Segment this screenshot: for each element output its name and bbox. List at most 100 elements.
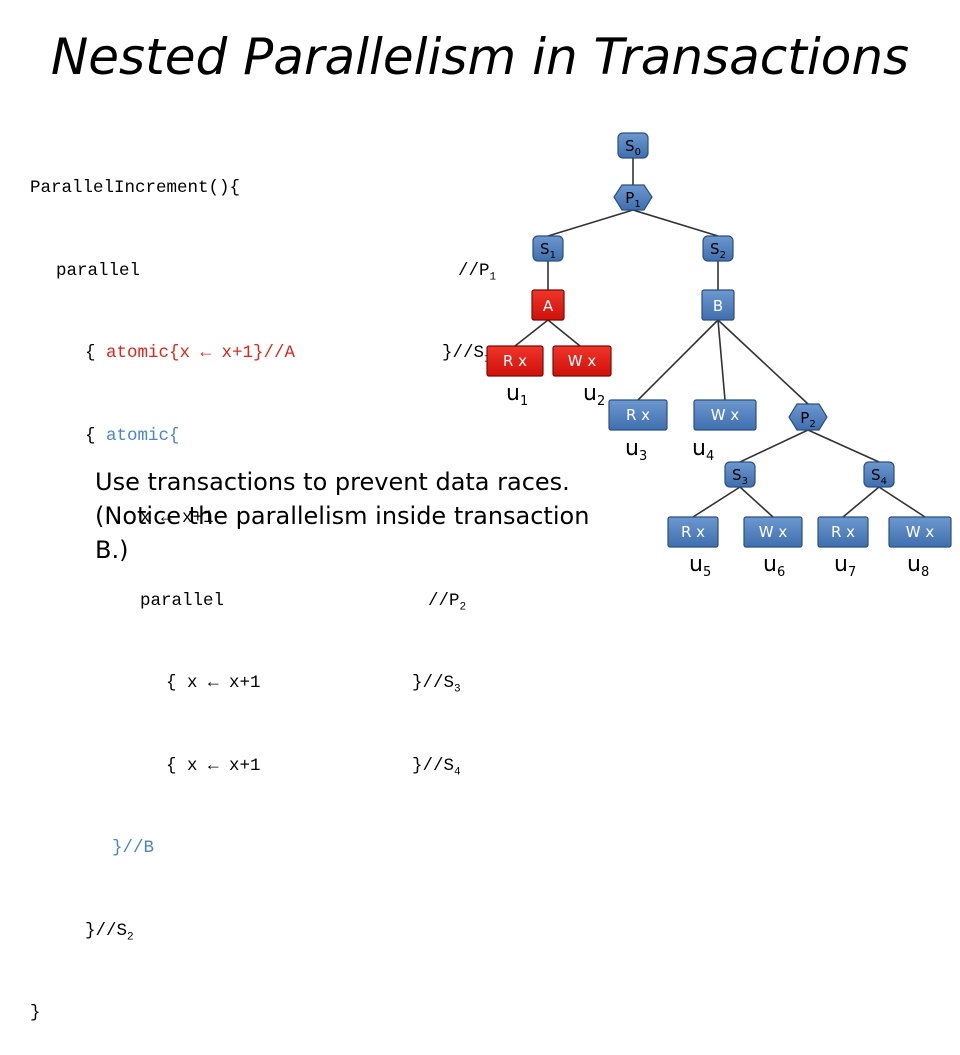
node-shape [788, 403, 828, 431]
node-label: W x [568, 352, 597, 370]
code-line-4: { atomic{ [30, 423, 295, 451]
node-p1: P1 [613, 184, 653, 211]
code-comment: //P1 [458, 260, 497, 284]
node-box [817, 516, 869, 548]
node-label: W x [711, 406, 740, 424]
node-s1: S1 [532, 235, 564, 262]
page-title: Nested Parallelism in Transactions [50, 28, 910, 86]
code-line-5: x ← x+1 [30, 505, 295, 533]
node-label: S3 [732, 466, 748, 487]
node-wx-u4: W x [693, 399, 757, 431]
label-u5: u5 [689, 552, 711, 580]
code-line-3: { atomic{x ← x+1}//A}//S1 [30, 340, 491, 368]
node-box [724, 461, 756, 488]
edge [632, 209, 719, 237]
code-text: { x ← x+1 [166, 673, 261, 693]
node-label: S4 [871, 466, 887, 487]
edge [717, 319, 726, 401]
code-text: { x ← x+1 [166, 755, 261, 776]
node-box [693, 399, 757, 431]
node-box [667, 516, 719, 548]
code-comment: //P2 [428, 590, 467, 614]
code-line-8: { x ← x+1 }//S4 [30, 753, 461, 781]
node-label: S2 [710, 240, 726, 261]
node-label: S0 [625, 137, 641, 158]
label-u2: u2 [583, 381, 605, 409]
node-box [743, 516, 803, 548]
edge [807, 429, 880, 463]
node-box [532, 235, 564, 262]
label-u7: u7 [834, 552, 856, 580]
code-text: }//B [112, 838, 155, 858]
tree-edges [514, 158, 926, 518]
code-line-11: } [30, 1000, 295, 1028]
node-rx-u7: R x [817, 516, 869, 548]
code-comment: }//S3 [412, 673, 461, 696]
node-label: A [543, 297, 554, 315]
node-label: R x [626, 406, 650, 424]
node-box [617, 132, 649, 159]
node-label: B [713, 297, 723, 315]
node-s4: S4 [863, 461, 895, 488]
code-atomic-a: atomic{x ← x+1}//A [106, 343, 296, 363]
node-p2: P2 [788, 403, 828, 431]
code-line-6: parallel//P2 [30, 588, 466, 616]
u-labels: u1 u2 u3 u4 u5 u6 u7 u8 [506, 381, 929, 580]
node-rx-u3: R x [608, 399, 668, 431]
node-label: P1 [625, 189, 640, 210]
node-label: S1 [540, 240, 556, 261]
code-line-7: { x ← x+1 }//S3 [30, 670, 461, 698]
edge [637, 319, 719, 401]
edge [878, 486, 926, 518]
node-s2: S2 [702, 235, 734, 262]
node-box [888, 516, 952, 548]
code-text: { [85, 425, 96, 446]
node-b: B [701, 289, 735, 321]
code-text: { [85, 343, 96, 363]
node-label: R x [503, 352, 527, 370]
node-wx-u6: W x [743, 516, 803, 548]
code-atomic-b: atomic{ [106, 425, 180, 446]
node-a: A [531, 289, 565, 321]
node-s0: S0 [617, 132, 649, 159]
node-wx-u8: W x [888, 516, 952, 548]
node-label: W x [906, 523, 935, 541]
label-u1: u1 [506, 381, 528, 409]
code-text: } [30, 1003, 41, 1023]
edge [692, 486, 741, 518]
computation-tree-diagram: S0 P1 S1 S2 A B R x W x R x W x [486, 132, 952, 580]
node-box [486, 345, 544, 377]
node-label: W x [759, 523, 788, 541]
label-u4: u4 [692, 436, 714, 464]
edge [739, 486, 774, 518]
node-label: R x [831, 523, 855, 541]
code-line-9: }//B [30, 835, 295, 863]
node-shape [613, 184, 653, 211]
edge [547, 319, 581, 347]
code-line-1: ParallelIncrement(){ [30, 175, 295, 203]
code-listing: ParallelIncrement(){ parallel //P1 { atom… [30, 120, 496, 1055]
edge [739, 429, 809, 463]
edge [842, 486, 880, 518]
node-box [701, 289, 735, 321]
node-wx-u2: W x [552, 345, 612, 377]
node-box [531, 289, 565, 321]
code-line-10: }//S2 [30, 918, 295, 946]
node-box [863, 461, 895, 488]
node-s3: S3 [724, 461, 756, 488]
node-rx-u1: R x [486, 345, 544, 377]
code-text: ParallelIncrement(){ [30, 178, 241, 198]
explanation-note: Use transactions to prevent data races. … [95, 468, 590, 564]
node-box [608, 399, 668, 431]
code-comment: }//S4 [412, 755, 461, 779]
node-box [702, 235, 734, 262]
node-rx-u5: R x [667, 516, 719, 548]
label-u3: u3 [625, 436, 647, 464]
code-text: parallel [56, 260, 141, 281]
node-box [552, 345, 612, 377]
edge [514, 319, 549, 347]
label-u8: u8 [907, 552, 929, 580]
code-text: }//S2 [85, 920, 134, 944]
label-u6: u6 [763, 552, 785, 580]
code-text: x ← x+1 [140, 508, 214, 528]
